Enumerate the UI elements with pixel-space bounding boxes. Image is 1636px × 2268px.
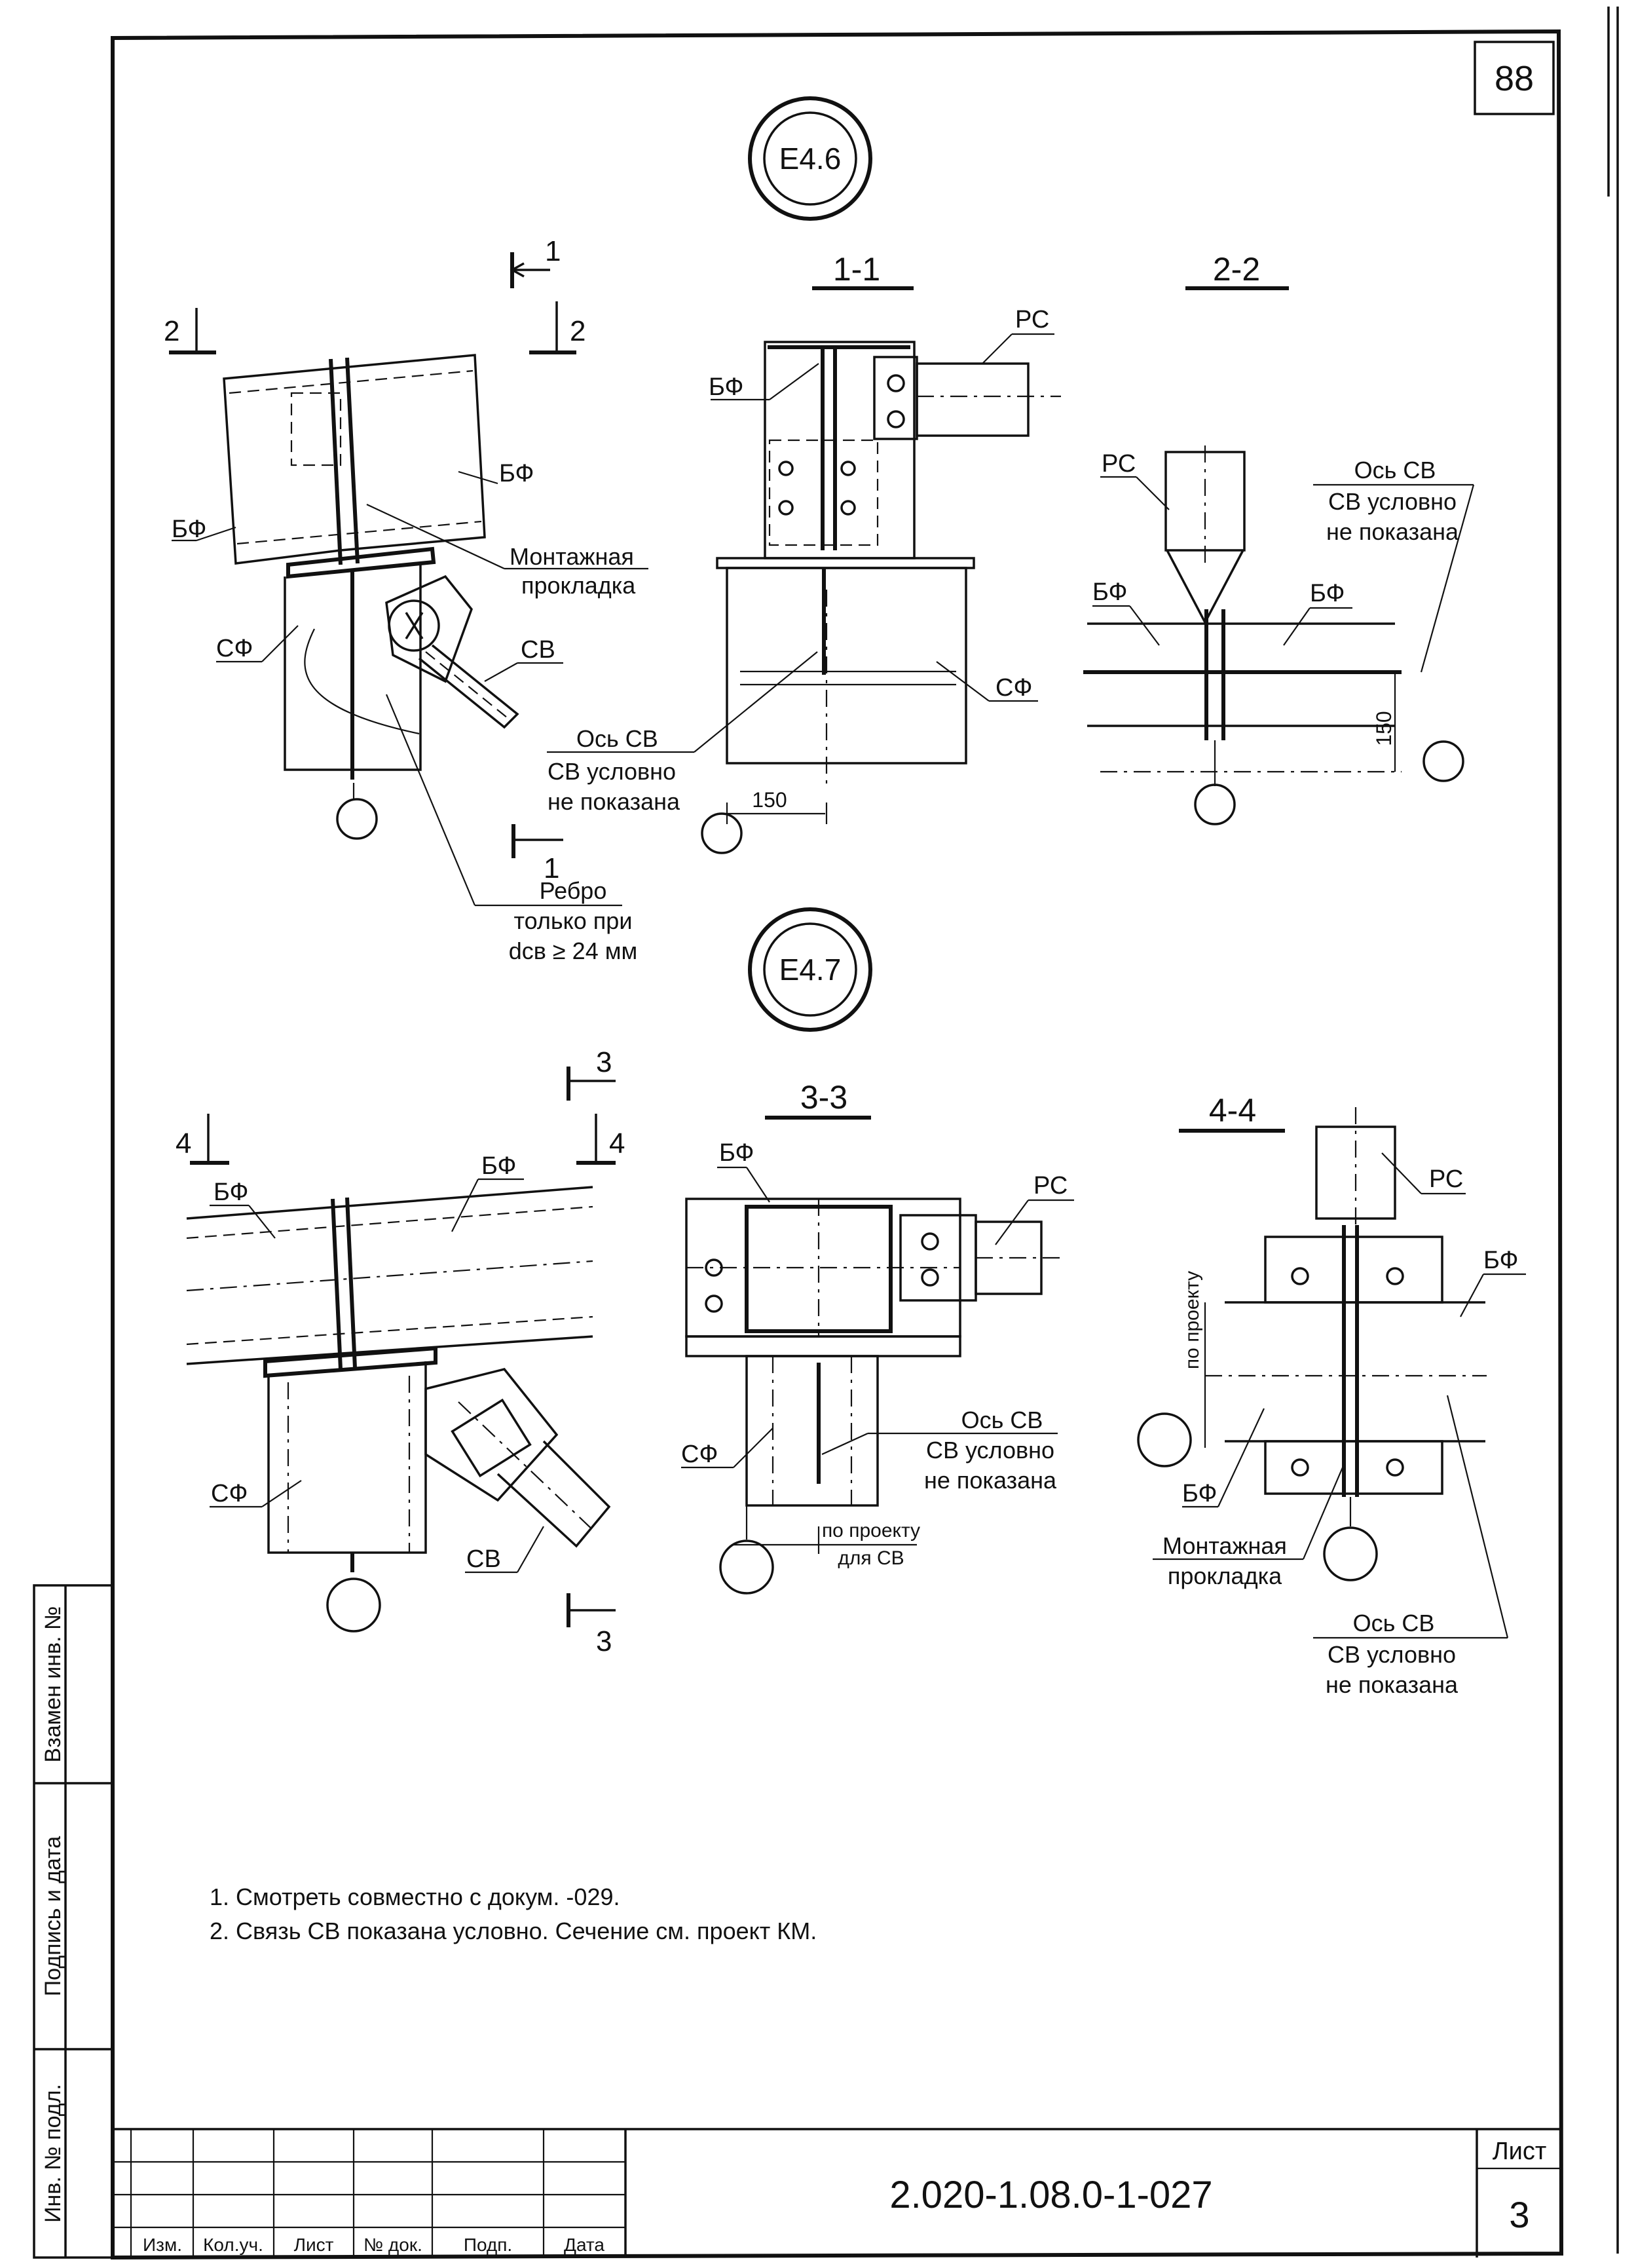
svg-text:БФ: БФ [172, 516, 206, 543]
section-2-2: 2-2 150 РС БФ БФ Ось СВ СВ условно не по… [1083, 251, 1475, 825]
svg-text:БФ: БФ [1310, 580, 1345, 607]
svg-text:Ось СВ: Ось СВ [961, 1407, 1043, 1433]
svg-text:Е4.6: Е4.6 [779, 142, 842, 176]
stamp-replaced: Взамен инв. № [41, 1606, 65, 1763]
note-2: 2. Связь СВ показана условно. Сечение см… [210, 1918, 817, 1944]
section-3-3: 3-3 по проекту для СВ БФ РС СФ [681, 1079, 1074, 1595]
svg-text:1: 1 [544, 852, 559, 884]
svg-text:Кол.уч.: Кол.уч. [203, 2235, 263, 2255]
svg-text:для СВ: для СВ [838, 1547, 904, 1569]
svg-text:СВ: СВ [466, 1545, 501, 1573]
svg-text:БФ: БФ [709, 373, 743, 401]
section-marker-3-bottom: 3 [567, 1593, 616, 1657]
sheet-number: 3 [1509, 2194, 1529, 2235]
svg-text:2: 2 [164, 315, 179, 347]
section-marker-1-bottom: 1 [511, 824, 563, 884]
svg-text:не показана: не показана [1326, 518, 1459, 545]
svg-text:прокладка: прокладка [1168, 1562, 1282, 1589]
svg-text:БФ: БФ [499, 460, 534, 487]
stamp-signature: Подпись и дата [41, 1836, 65, 1997]
svg-text:1-1: 1-1 [833, 251, 880, 288]
frame [111, 7, 1619, 2260]
svg-text:dсв ≥ 24 мм: dсв ≥ 24 мм [509, 937, 637, 964]
svg-text:СВ условно: СВ условно [1328, 1641, 1456, 1668]
svg-text:не показана: не показана [1326, 1671, 1459, 1698]
svg-text:БФ: БФ [719, 1139, 754, 1167]
svg-text:БФ: БФ [481, 1152, 516, 1180]
side-stamp: Взамен инв. № Подпись и дата Инв. № подл… [33, 1584, 114, 2259]
sheet-label: Лист [1493, 2138, 1547, 2165]
section-1-1: 1-1 БФ РС СФ [547, 251, 1061, 854]
svg-text:СВ условно: СВ условно [1328, 488, 1457, 515]
svg-text:Монтажная: Монтажная [510, 543, 634, 570]
svg-text:3: 3 [596, 1625, 612, 1657]
svg-text:БФ: БФ [214, 1179, 248, 1206]
section-marker-4-left: 4 [176, 1114, 229, 1165]
svg-text:БФ: БФ [1092, 578, 1127, 606]
section-4-4: 4-4 по проекту РС БФ БФ Монтажная пр [1137, 1092, 1526, 1698]
svg-text:СФ: СФ [681, 1441, 718, 1468]
svg-text:РС: РС [1429, 1165, 1463, 1193]
svg-text:№ док.: № док. [363, 2235, 422, 2255]
section-marker-3-top: 3 [567, 1046, 616, 1101]
svg-text:СВ условно: СВ условно [926, 1437, 1054, 1464]
section-marker-2-right: 2 [529, 301, 586, 354]
svg-text:Монтажная: Монтажная [1162, 1532, 1287, 1559]
svg-text:Лист: Лист [294, 2235, 334, 2255]
svg-text:СВ: СВ [521, 636, 555, 664]
node-view-e46: БФ БФ Монтажная прокладка СФ СВ Ребро то… [172, 354, 648, 964]
svg-text:РС: РС [1033, 1172, 1068, 1200]
svg-text:150: 150 [752, 788, 787, 812]
node-view-e47: БФ БФ СФ СВ [186, 1152, 611, 1633]
svg-text:СФ: СФ [216, 635, 253, 662]
note-1: 1. Смотреть совместно с докум. -029. [210, 1883, 620, 1910]
svg-text:Е4.7: Е4.7 [779, 953, 842, 987]
sheet-number-top: 88 [1495, 59, 1534, 98]
svg-text:БФ: БФ [1182, 1480, 1217, 1507]
svg-text:не показана: не показана [924, 1467, 1057, 1494]
svg-text:Дата: Дата [564, 2235, 604, 2255]
title-block: Изм. Кол.уч. Лист № док. Подп. Дата 2.02… [113, 2128, 1561, 2258]
svg-text:по проекту: по проекту [1181, 1271, 1203, 1369]
svg-text:4: 4 [609, 1127, 625, 1160]
svg-text:по проекту: по проекту [822, 1520, 920, 1541]
detail-marker-e46: Е4.6 [748, 96, 872, 221]
detail-marker-e47: Е4.7 [748, 907, 872, 1032]
sheet-number-box: 88 [1474, 41, 1555, 115]
svg-text:3: 3 [596, 1046, 612, 1078]
section-marker-2-left: 2 [164, 308, 216, 354]
section-marker-4-right: 4 [576, 1114, 625, 1165]
svg-text:150: 150 [1372, 711, 1396, 746]
svg-text:Ребро: Ребро [540, 877, 607, 904]
svg-text:СФ: СФ [211, 1480, 248, 1507]
svg-text:4: 4 [176, 1127, 191, 1160]
svg-text:только при: только при [514, 907, 633, 934]
svg-text:прокладка: прокладка [521, 572, 636, 599]
stamp-inv-original: Инв. № подл. [41, 2084, 65, 2223]
doc-code: 2.020-1.08.0-1-027 [889, 2174, 1212, 2216]
svg-text:СФ: СФ [995, 674, 1032, 702]
svg-text:Ось СВ: Ось СВ [1354, 457, 1436, 483]
svg-text:4-4: 4-4 [1209, 1092, 1256, 1129]
svg-text:СВ условно: СВ условно [548, 758, 676, 785]
svg-text:Ось СВ: Ось СВ [576, 725, 658, 752]
svg-text:2: 2 [570, 315, 586, 347]
svg-text:1: 1 [545, 235, 561, 267]
general-notes: 1. Смотреть совместно с докум. -029. 2. … [210, 1883, 817, 1944]
svg-text:3-3: 3-3 [800, 1079, 847, 1116]
svg-text:не показана: не показана [548, 788, 680, 815]
svg-text:РС: РС [1102, 450, 1136, 478]
section-marker-1-top: 1 [510, 235, 561, 288]
svg-text:БФ: БФ [1483, 1247, 1518, 1274]
svg-text:Подп.: Подп. [464, 2235, 512, 2255]
svg-text:2-2: 2-2 [1213, 251, 1260, 288]
svg-text:РС: РС [1015, 306, 1049, 333]
svg-text:Ось СВ: Ось СВ [1353, 1610, 1435, 1636]
svg-text:Изм.: Изм. [143, 2235, 182, 2255]
